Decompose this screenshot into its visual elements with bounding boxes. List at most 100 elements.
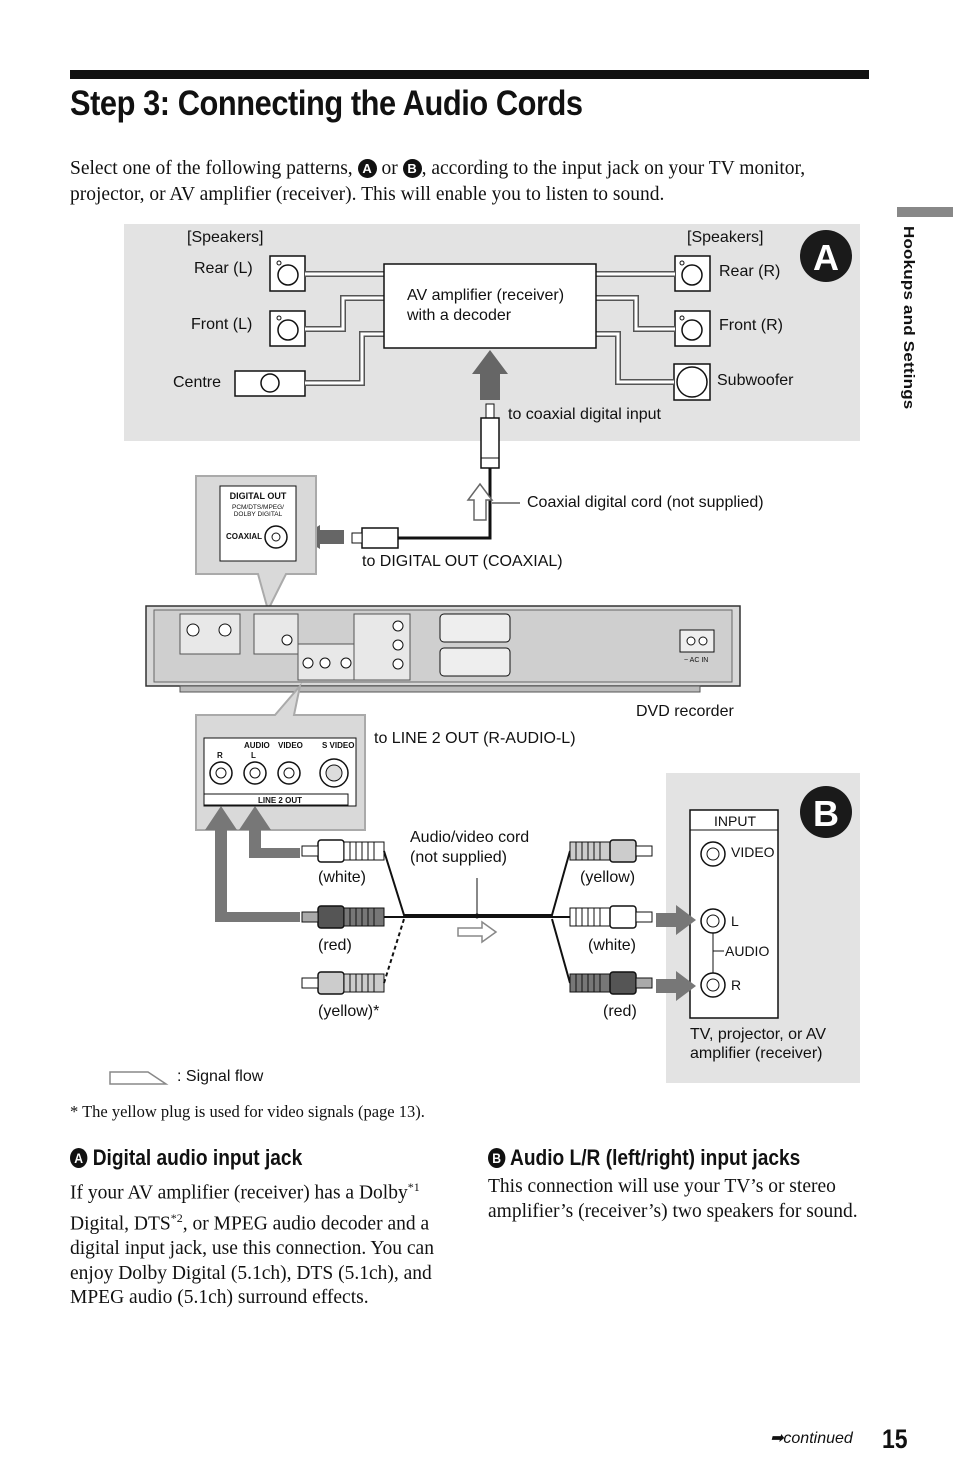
section-a-sup-2: *2 <box>170 1211 183 1226</box>
intro-paragraph: Select one of the following patterns, A … <box>70 156 870 208</box>
section-a-body: If your AV amplifier (receiver) has a Do… <box>70 1175 455 1311</box>
yellow-left-label: (yellow)* <box>318 1003 379 1020</box>
section-a-marker-icon: A <box>70 1148 88 1168</box>
amp-label-line2: with a decoder <box>406 307 512 324</box>
tv-audio-l-jack-icon <box>700 908 726 934</box>
dvd-recorder-label: DVD recorder <box>636 703 734 720</box>
arrow-right-icon: ➡ <box>770 1430 784 1447</box>
continued-text: continued <box>783 1430 853 1447</box>
line2-l-text: L <box>251 751 256 760</box>
line2-out-text: LINE 2 OUT <box>258 796 302 805</box>
speaker-rear-r-icon <box>674 255 711 292</box>
coaxial-cord-label: Coaxial digital cord (not supplied) <box>527 494 764 511</box>
plug-white-right-icon <box>569 905 653 929</box>
digital-formats-1: PCM/DTS/MPEG/ <box>232 504 284 511</box>
speaker-front-l-icon <box>269 310 306 347</box>
coaxial-cable <box>396 468 492 540</box>
side-tab-label: Hookups and Settings <box>900 226 917 410</box>
subwoofer-label: Subwoofer <box>717 372 794 389</box>
panel-a-marker-letter: A <box>813 237 839 278</box>
arrow-to-tv-l-icon <box>656 905 696 935</box>
front-r-label: Front (R) <box>719 317 783 334</box>
digital-out-panel <box>219 485 297 562</box>
section-a-text-2: Digital, DTS <box>70 1213 171 1235</box>
white-right-label: (white) <box>588 937 636 954</box>
section-a-text-3: , or MPEG audio decoder and a digital in… <box>70 1213 434 1309</box>
page-title: Step 3: Connecting the Audio Cords <box>70 84 583 123</box>
tv-audio-r-jack-icon <box>700 972 726 998</box>
tv-audio-label: AUDIO <box>725 943 769 959</box>
av-amplifier-box <box>383 263 597 349</box>
amp-label-line1: AV amplifier (receiver) <box>407 287 564 304</box>
red-left-label: (red) <box>318 937 352 954</box>
rear-l-label: Rear (L) <box>194 260 253 277</box>
intro-text-pre: Select one of the following patterns, <box>70 158 358 179</box>
av-cord-label-2: (not supplied) <box>410 849 507 866</box>
red-right-label: (red) <box>603 1003 637 1020</box>
section-a-heading-text: Digital audio input jack <box>92 1145 303 1170</box>
section-a-heading: A Digital audio input jack <box>70 1145 302 1171</box>
line2-r-text: R <box>217 751 223 760</box>
coaxial-plug-top-icon <box>480 403 500 469</box>
panel-b-marker-icon <box>800 786 852 838</box>
signal-flow-arrow-icon <box>466 482 494 521</box>
speaker-front-r-icon <box>674 310 711 347</box>
side-tab-bar <box>897 207 953 217</box>
signal-flow-label: : Signal flow <box>177 1068 264 1085</box>
arrow-white-up-icon <box>239 806 300 858</box>
coaxial-plug-bottom-icon <box>351 527 399 549</box>
line2-svideo-text: S VIDEO <box>322 741 354 750</box>
marker-b-icon: B <box>402 159 422 178</box>
tv-label-line2: amplifier (receiver) <box>690 1045 822 1062</box>
section-b-marker-icon: B <box>488 1148 506 1168</box>
line2-jack-video-icon <box>277 761 301 785</box>
plug-white-left-icon <box>301 839 385 863</box>
section-b-body: This connection will use your TV’s or st… <box>488 1176 858 1222</box>
signal-arrow-up-icon <box>472 350 508 374</box>
intro-text-or: or <box>376 158 403 179</box>
speakers-left-label: [Speakers] <box>187 229 263 246</box>
to-digital-out-label: to DIGITAL OUT (COAXIAL) <box>362 553 563 570</box>
tv-video-label: VIDEO <box>731 844 775 860</box>
panel-b-marker-letter: B <box>813 793 839 834</box>
plug-yellow-right-icon <box>569 839 653 863</box>
front-l-label: Front (L) <box>191 316 252 333</box>
speakers-right-label: [Speakers] <box>687 229 763 246</box>
coaxial-text: COAXIAL <box>226 532 262 541</box>
speaker-subwoofer-icon <box>673 363 711 401</box>
tv-input-label: INPUT <box>714 813 756 829</box>
intro-text-post: , according to the input jack on your TV… <box>70 158 806 205</box>
speaker-rear-l-icon <box>269 255 306 292</box>
plug-red-left-icon <box>301 905 385 929</box>
marker-a-icon: A <box>357 159 377 178</box>
digital-formats-2: DOLBY DIGITAL <box>234 511 283 518</box>
arrow-red-up-icon <box>205 806 300 922</box>
tv-label-line1: TV, projector, or AV <box>690 1026 826 1043</box>
rear-r-label: Rear (R) <box>719 263 780 280</box>
line2-jack-l-icon <box>243 761 267 785</box>
line2-jack-r-icon <box>209 761 233 785</box>
plug-red-right-icon <box>569 971 653 995</box>
dvd-recorder-rear-panel <box>145 605 741 693</box>
signal-flow-legend-icon <box>109 1071 169 1085</box>
section-a-text-1: If your AV amplifier (receiver) has a Do… <box>70 1182 408 1204</box>
tv-l-label: L <box>731 913 739 929</box>
to-coaxial-label: to coaxial digital input <box>508 406 662 423</box>
page-number: 15 <box>882 1424 908 1454</box>
section-b-heading-text: Audio L/R (left/right) input jacks <box>510 1145 801 1170</box>
plug-yellow-left-icon <box>301 971 385 995</box>
header-rule <box>70 70 869 79</box>
yellow-right-label: (yellow) <box>580 869 635 886</box>
centre-label: Centre <box>173 374 221 391</box>
panel-a-marker-icon <box>800 230 852 282</box>
arrow-to-tv-r-icon <box>656 971 696 1001</box>
white-left-label: (white) <box>318 869 366 886</box>
cable-signal-flow-icon <box>457 920 498 944</box>
continued-note: ➡continued <box>770 1428 853 1448</box>
tv-video-jack-icon <box>700 841 726 867</box>
section-a-sup-1: *1 <box>407 1180 420 1194</box>
tv-r-label: R <box>731 977 741 993</box>
line2-video-text: VIDEO <box>278 741 303 750</box>
footnote: * The yellow plug is used for video sign… <box>70 1102 425 1121</box>
